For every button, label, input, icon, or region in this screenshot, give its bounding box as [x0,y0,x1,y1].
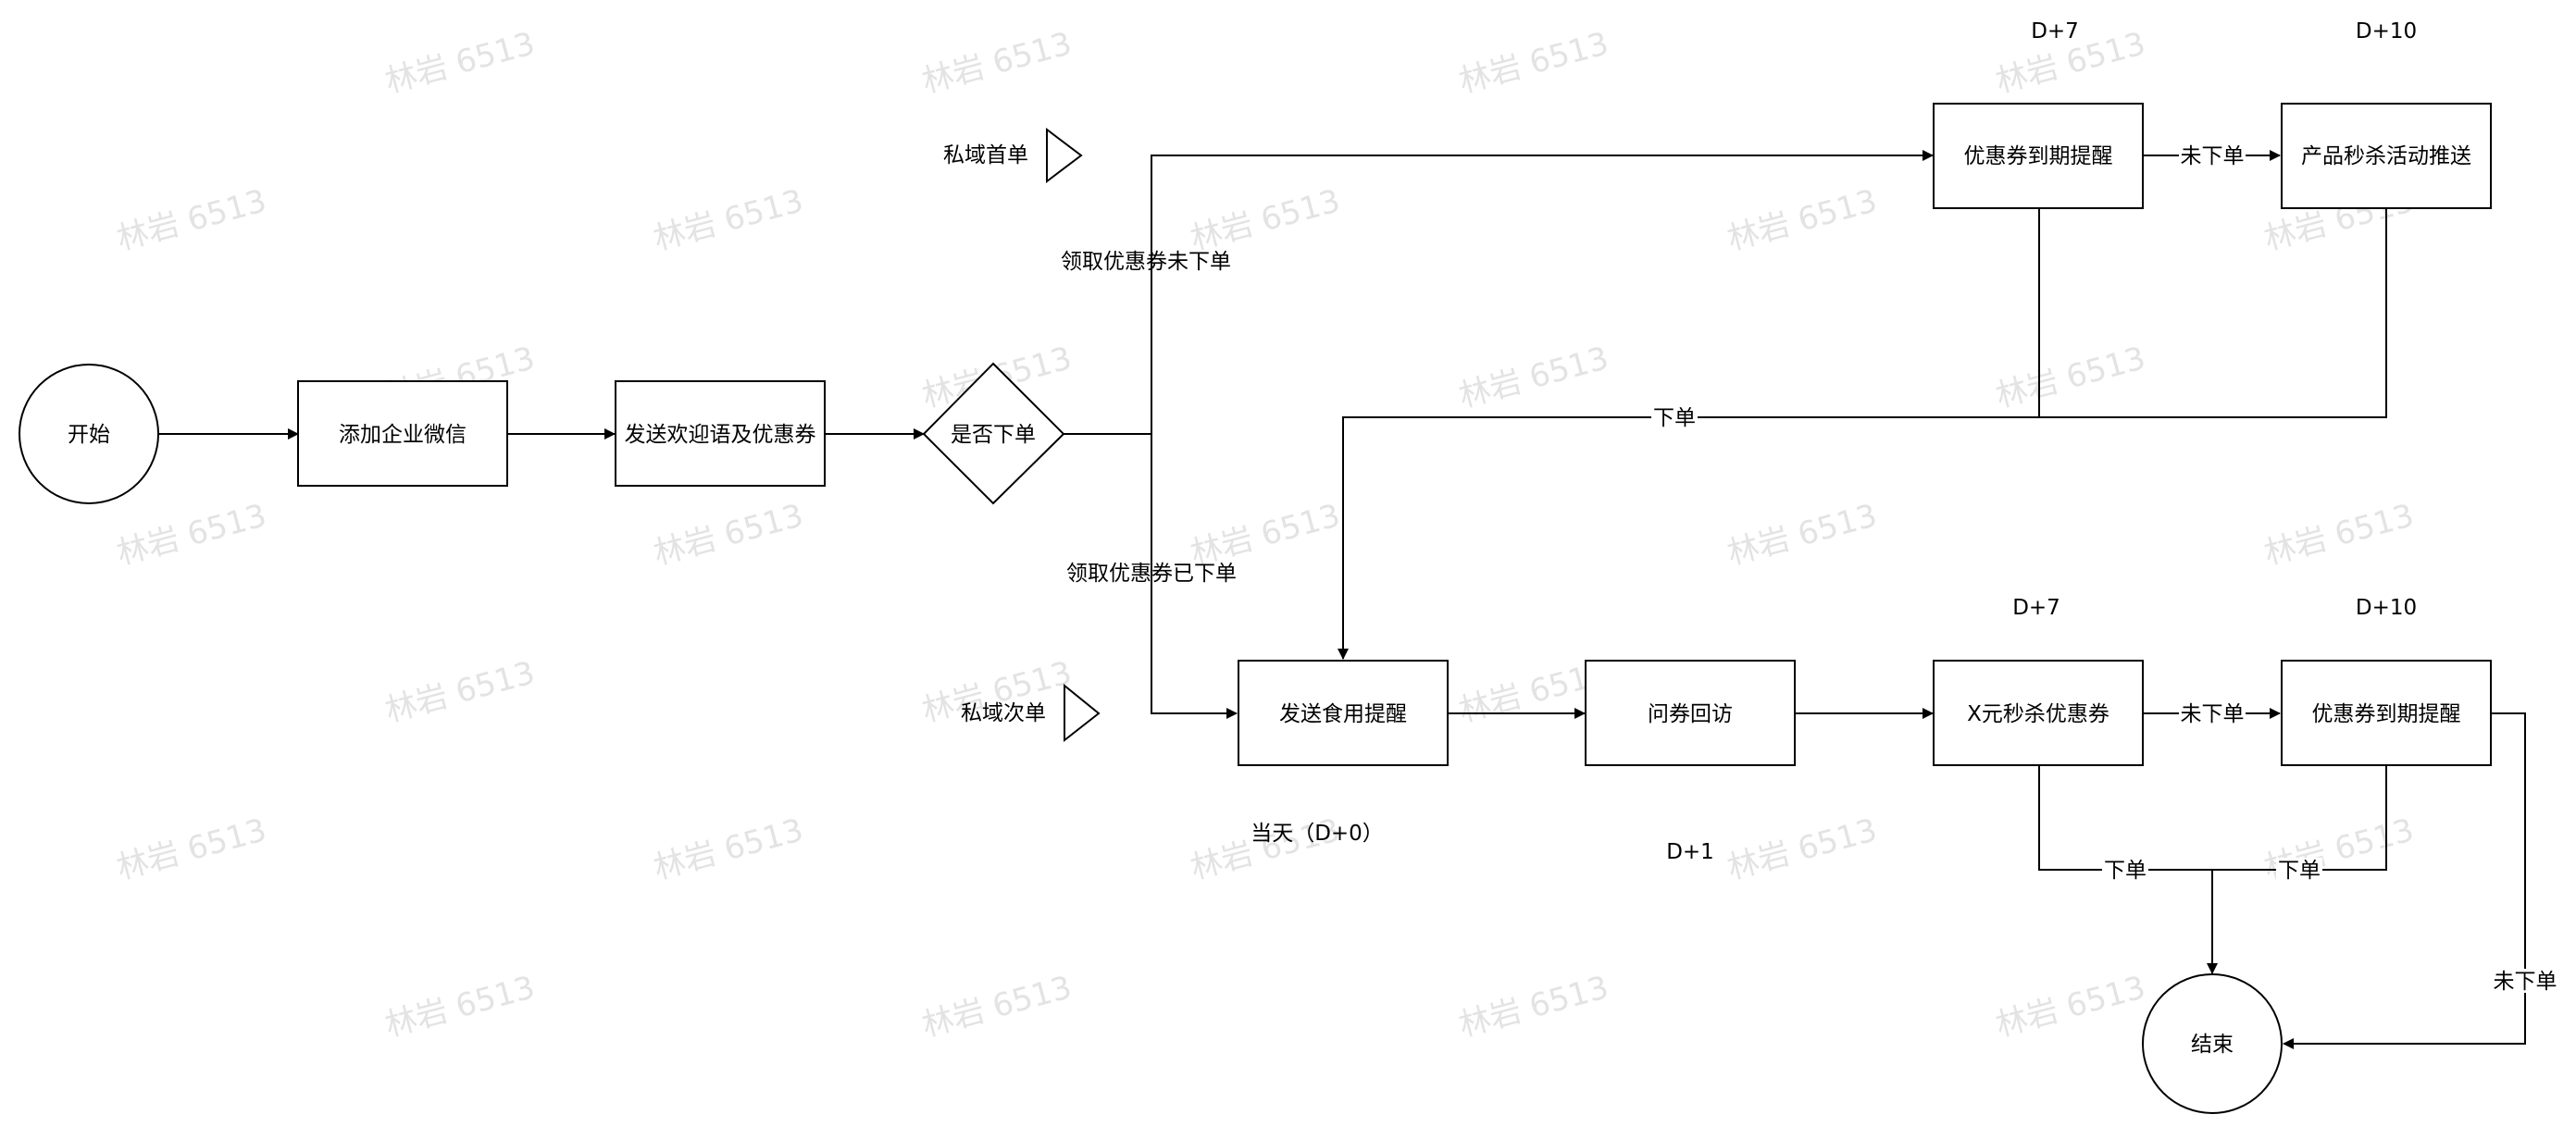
end-node [2142,973,2283,1114]
watermark: 林岩 6513 [113,497,270,572]
x-flash-coupon-node [1933,660,2144,766]
edge-coupon-expire-bottom-to-end [2283,712,2526,1049]
watermark: 林岩 6513 [381,969,539,1044]
watermark: 林岩 6513 [1724,811,1881,886]
watermark: 林岩 6513 [1455,25,1612,100]
timeline-top-d10: D+10 [2356,19,2417,43]
timeline-labels: D+7 D+10 D+7 D+10 当天（D+0） D+1 [1251,19,2417,864]
send-welcome-node [615,380,826,487]
x-flash-coupon-node-label: X元秒杀优惠券 [1967,702,2109,726]
private-first-order-label: 私域首单 [943,143,1028,167]
watermark: 林岩 6513 [381,25,539,100]
watermark: 林岩 6513 [1724,182,1881,257]
coupon-expire-top-node [1933,103,2144,209]
flags: 私域首单 私域次单 [943,127,1101,743]
edge-label-bg [2276,858,2322,882]
watermark: 林岩 6513 [1187,182,1344,257]
edge-coupon-expire-top-ordered [1338,208,2040,660]
watermark: 林岩 6513 [113,182,270,257]
timeline-bottom-d7: D+7 [2012,596,2060,620]
add-wechat-node [297,380,508,487]
watermark: 林岩 6513 [918,25,1076,100]
send-welcome-node-label: 发送欢迎语及优惠券 [625,423,816,447]
private-first-order-flag-icon [1046,127,1083,184]
watermark: 林岩 6513 [1455,340,1612,415]
decision-node [922,362,1065,505]
send-usage-reminder-node [1238,660,1449,766]
edge-label-coupon-ordered: 领取优惠券已下单 [1066,562,1237,586]
watermark: 林岩 6513 [1992,969,2149,1044]
coupon-expire-top-node-label: 优惠券到期提醒 [1964,144,2113,168]
timeline-d1: D+1 [1666,840,1714,864]
end-node-label: 结束 [2191,1033,2234,1057]
watermark: 林岩 6513 [1992,340,2149,415]
watermark: 林岩 6513 [381,654,539,729]
send-usage-reminder-node-label: 发送食用提醒 [1279,702,1407,726]
private-repeat-order-label: 私域次单 [961,701,1046,725]
coupon-expire-bottom-node [2281,660,2492,766]
edge-labels: 领取优惠券未下单 领取优惠券已下单 未下单 下单 未下单 下单 下单 未下单 [1061,143,2558,994]
flash-sale-push-node-label: 产品秒杀活动推送 [2301,144,2471,168]
watermark: 林岩 6513 [2260,497,2418,572]
coupon-expire-bottom-node-label: 优惠券到期提醒 [2312,702,2461,726]
watermark: 林岩 6513 [113,811,270,886]
edge-label-bg [2492,969,2558,993]
flash-sale-push-node [2281,103,2492,209]
add-wechat-node-label: 添加企业微信 [339,423,467,447]
edge-label-bottom-not-ordered: 未下单 [2181,702,2245,726]
edge-label-bg [2102,858,2148,882]
watermark: 林岩 6513 [1455,969,1612,1044]
edge-decision-to-coupon-expire-top [1064,150,1934,435]
watermark: 林岩 6513 [650,811,807,886]
edge-label-bg [2179,701,2246,725]
edge-label-ordered-top: 下单 [1653,406,1696,430]
watermark: 林岩 6513 [650,182,807,257]
edge-coupon-expire-bottom-ordered [2212,766,2387,871]
timeline-same-day: 当天（D+0） [1251,822,1384,846]
timeline-top-d7: D+7 [2031,19,2079,43]
watermark: 林岩 6513 [1724,497,1881,572]
edge-label-top-not-ordered: 未下单 [2181,144,2245,168]
watermark: 林岩 6513 [650,497,807,572]
private-repeat-order-flag-icon [1064,683,1101,743]
edges [159,150,2526,1049]
edge-label-ordered-right: 下单 [2278,859,2321,883]
edge-flash-sale-ordered [2039,208,2387,418]
start-node-label: 开始 [68,423,110,447]
survey-visit-node-label: 问券回访 [1648,702,1733,726]
edge-label-bg [1651,405,1698,429]
watermark: 林岩 6513 [918,969,1076,1044]
decision-node-label: 是否下单 [951,423,1036,447]
timeline-bottom-d10: D+10 [2356,596,2417,620]
edge-label-ordered-left: 下单 [2104,859,2147,883]
nodes: 开始 添加企业微信 发送欢迎语及优惠券 是否下单 优惠券到期提醒 产品秒杀活动推… [19,103,2492,1114]
start-node [19,364,159,504]
edge-label-not-ordered-end: 未下单 [2494,970,2557,994]
edge-label-coupon-not-ordered: 领取优惠券未下单 [1061,250,1231,274]
edge-decision-to-send-usage-reminder [1151,434,1238,719]
survey-visit-node [1585,660,1796,766]
edge-label-bg [2179,143,2246,167]
